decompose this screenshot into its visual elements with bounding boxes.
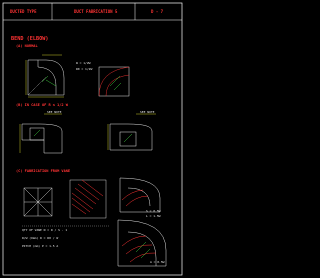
section-a-label: (A) NORMAL bbox=[16, 44, 38, 48]
vane-s-note: S = 0.5W bbox=[146, 209, 161, 213]
vane-formula-rw: R/W (Omm) R = R0 / W bbox=[22, 236, 59, 240]
vane-formula-qty: QTY OF VANE N = R / S - 1 bbox=[22, 228, 68, 232]
drawing-graphics bbox=[2, 2, 183, 276]
drawing-sheet: DUCTED TYPE DUCT FABRICATION 5 D - 7 BEN… bbox=[2, 2, 183, 276]
drawing-title: BEND (ELBOW) bbox=[11, 36, 49, 42]
vane-l-note: L = 1.5W bbox=[146, 214, 161, 218]
section-b-label: (B) IN CASE OF R ≤ 1/2 W bbox=[16, 103, 68, 107]
size-note-left: SEE NOTE bbox=[47, 110, 62, 114]
header-right: D - 7 bbox=[151, 8, 164, 14]
normal-w-note: W = 1/2W bbox=[76, 61, 91, 65]
header-left: DUCTED TYPE bbox=[10, 8, 37, 14]
size-note-right: SEE NOTE bbox=[140, 110, 155, 114]
vane-formula-pitch: PITCH (mm) P = 1.5 A bbox=[22, 244, 59, 248]
vane-a-note: A = 0.5W bbox=[150, 260, 165, 264]
normal-r-note: R0 = 1/2W bbox=[76, 67, 93, 71]
section-c-label: (C) FABRICATION FROM VANE bbox=[16, 169, 71, 173]
header-center: DUCT FABRICATION 5 bbox=[74, 8, 118, 14]
